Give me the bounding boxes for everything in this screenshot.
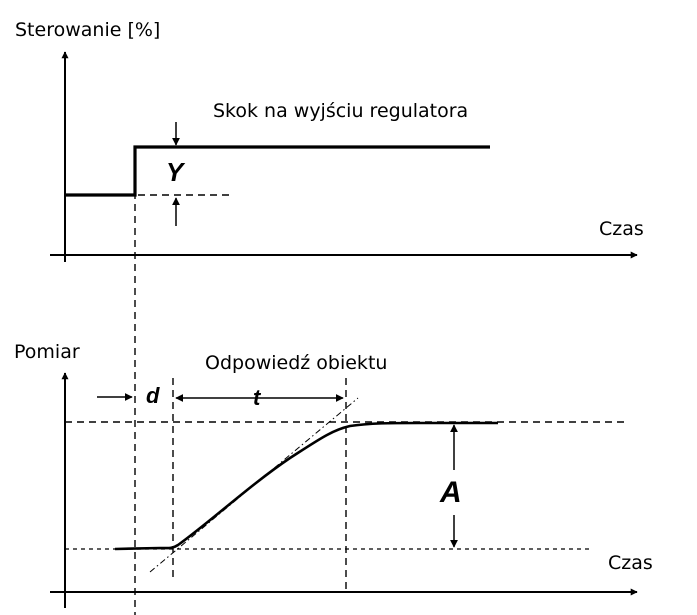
top-y-axis-label: Sterowanie [%]	[15, 19, 160, 41]
response-curve	[114, 421, 498, 551]
response-label: Odpowiedź obiektu	[205, 352, 387, 374]
top-x-axis-label: Czas	[599, 218, 644, 240]
time-constant-symbol-t: t	[253, 385, 262, 410]
step-symbol-y: Y	[166, 157, 186, 187]
delay-symbol-d: d	[146, 383, 160, 408]
bottom-x-axis-label: Czas	[608, 552, 653, 574]
bottom-y-axis-label: Pomiar	[14, 341, 80, 363]
top-plot: Sterowanie [%] Czas Skok na wyjściu regu…	[15, 19, 644, 262]
bottom-plot: Pomiar Czas Odpowiedź obiektu d t A	[14, 341, 653, 608]
step-label: Skok na wyjściu regulatora	[213, 100, 468, 122]
amplitude-symbol-a: A	[439, 476, 462, 509]
step-signal	[65, 145, 490, 197]
